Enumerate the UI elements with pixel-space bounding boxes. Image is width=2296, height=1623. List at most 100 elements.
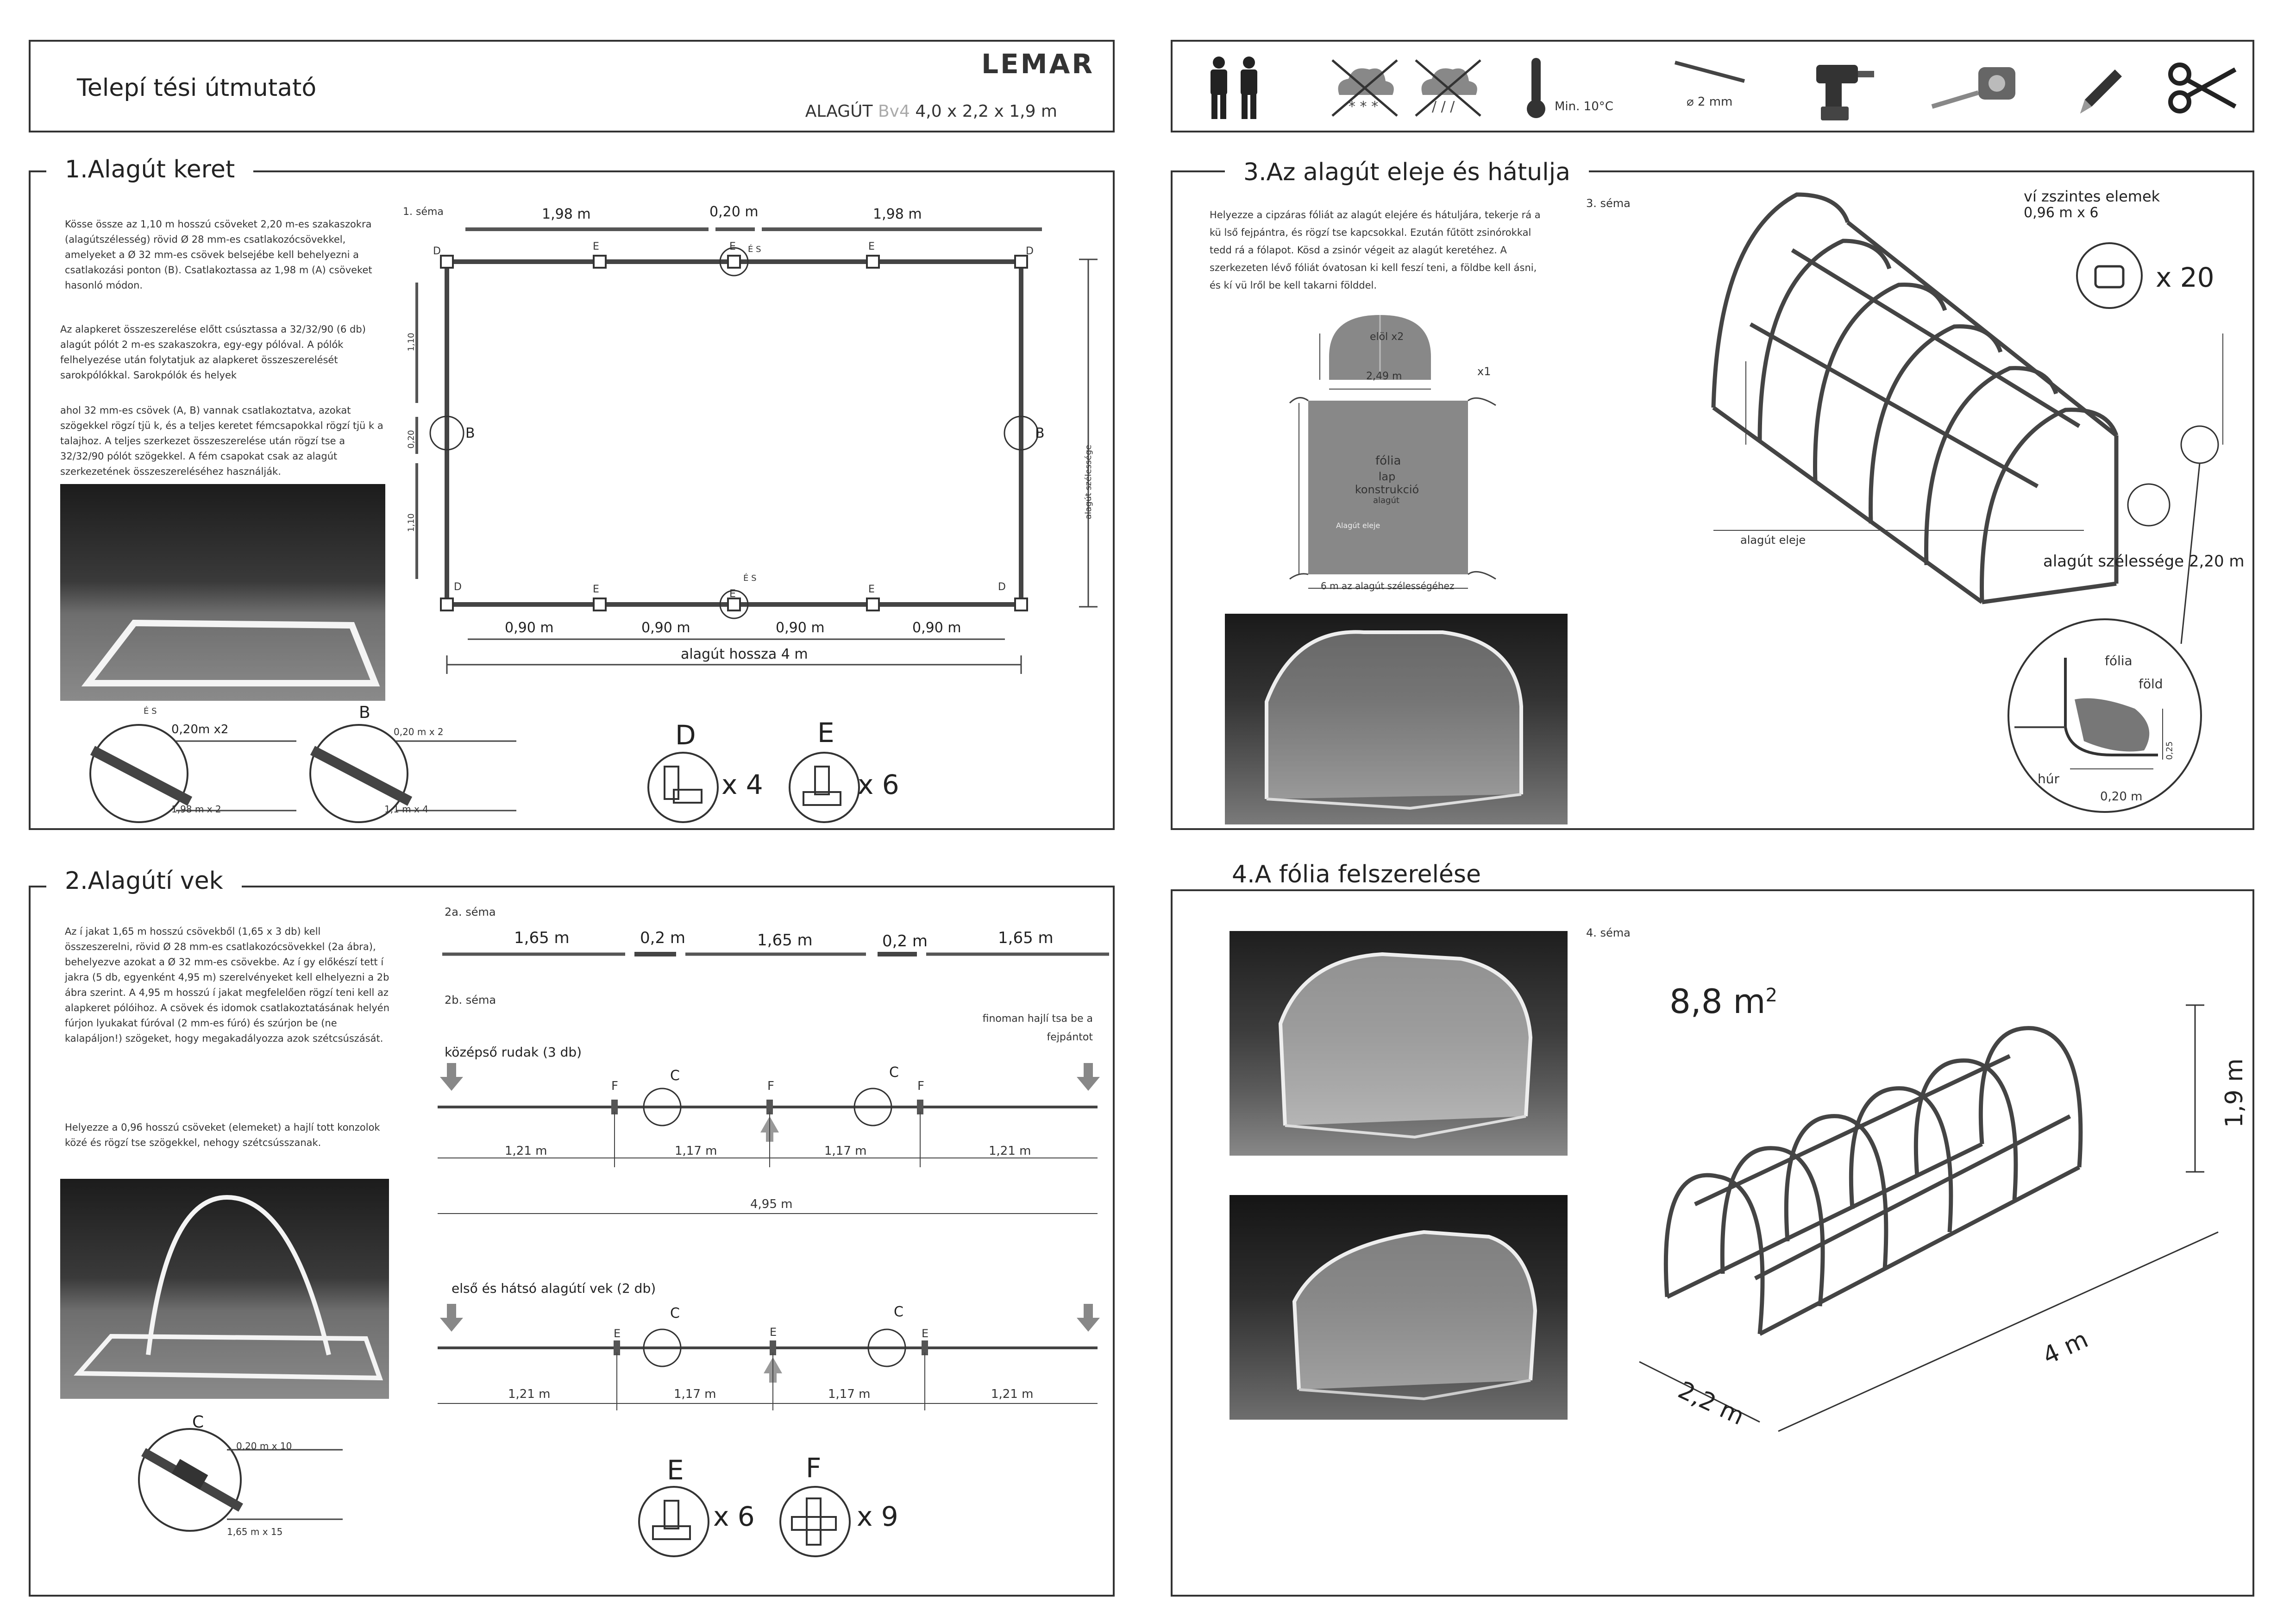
s3-soil-detail-drawing	[2007, 618, 2202, 813]
s2b-end-c-2: C	[894, 1304, 903, 1320]
s3-folia: fólia	[1375, 454, 1401, 468]
s1-fitting-e-label: E	[817, 717, 834, 749]
scissors-icon	[2168, 63, 2237, 113]
s3-x20: x 20	[2156, 262, 2214, 293]
s1-schema-label: 1. séma	[403, 206, 444, 218]
s3-alagut: alagút	[1373, 496, 1399, 505]
s2-fitting-e-count: x 6	[713, 1501, 755, 1532]
s2a-dim-165-3: 1,65 m	[998, 929, 1054, 947]
s2b-end-dim-117-2: 1,17 m	[828, 1387, 871, 1401]
s1-dim-198-b: 1,98 m	[873, 206, 922, 222]
s1-dim-090-4: 0,90 m	[912, 620, 961, 636]
s1-length-label: alagút hossza 4 m	[681, 646, 808, 662]
pencil-icon	[2080, 69, 2122, 113]
model-dims: 4,0 x 2,2 x 1,9 m	[915, 102, 1057, 121]
s3-photo-tunnel	[1225, 614, 1568, 824]
s3-horiz-dim: 0,96 m x 6	[2024, 205, 2099, 221]
no-rain-icon: / / /	[1415, 59, 1481, 117]
arch-outline	[74, 1195, 383, 1381]
s2b-dim-495: 4,95 m	[750, 1197, 793, 1211]
s2b-f-2: F	[767, 1079, 774, 1093]
s2b-end-dim-117-1: 1,17 m	[674, 1387, 716, 1401]
s1-side-110-b: 1,10	[406, 513, 416, 532]
s2a-dim-165-1: 1,65 m	[514, 929, 570, 947]
s2-detail-c-drawing	[138, 1428, 343, 1532]
s2-fitting-f-label: F	[806, 1452, 822, 1484]
s4-area-value: 8,8 m	[1669, 982, 1766, 1021]
s2b-c-2: C	[889, 1064, 899, 1081]
s2-fitting-f-count: x 9	[857, 1501, 898, 1532]
drill-size-label: ⌀ 2 mm	[1687, 95, 1732, 109]
s2b-c-1: C	[670, 1068, 680, 1084]
s1-fitting-e-count: x 6	[858, 769, 899, 800]
s2-para-2: Helyezze a 0,96 hosszú csöveket (elemeke…	[65, 1122, 380, 1148]
s1-label-b-right: B	[1035, 425, 1045, 441]
s2b-end-f-1: E	[614, 1327, 621, 1340]
tee-fitting-e-icon	[789, 752, 860, 823]
s1-fitting-d-label: D	[675, 719, 696, 751]
tape-measure-icon	[1931, 67, 2015, 109]
section-3-title: 3.Az alagút eleje és hátulja	[1225, 158, 1589, 186]
s1-dim-090-1: 0,90 m	[505, 620, 554, 636]
s2-bend-note: finoman hajlí tsa be a fejpántot	[982, 1013, 1093, 1043]
s2b-dim-121-2: 1,21 m	[989, 1144, 1031, 1158]
s1-label-e-6: E	[868, 584, 875, 595]
s1-label-es-bottom: É S	[743, 573, 757, 583]
s3-six-m: 6 m az alagút szélességéhez	[1321, 580, 1455, 591]
s1-detail-b-bottom: 1,1 m x 4	[384, 804, 428, 815]
s2-mid-rods-label: középső rudak (3 db)	[445, 1044, 582, 1060]
s1-detail-b-drawing	[309, 724, 516, 823]
power-drill-icon	[1816, 65, 1874, 120]
brand-logo: LEMAR	[981, 48, 1094, 80]
s3-width-label: alagút szélessége 2,20 m	[2043, 552, 2245, 571]
s2b-f-3: F	[917, 1079, 924, 1093]
s2-detail-c-label: C	[192, 1413, 204, 1432]
s2b-mid-rod-drawing	[438, 1063, 1100, 1214]
s2-para-1: Az í jakat 1,65 m hosszú csövekből (1,65…	[65, 926, 390, 1044]
s1-label-e-2: E	[729, 241, 736, 252]
s3-alagut-eleje: alagút eleje	[1740, 534, 1806, 547]
tee-fitting-e2-icon	[638, 1486, 709, 1557]
model-prefix: ALAGÚT	[805, 102, 873, 121]
s3-detail-025: 0,25	[2164, 741, 2175, 760]
s1-fitting-d-count: x 4	[721, 769, 763, 800]
s3-detail-fold: föld	[2139, 676, 2163, 692]
s3-x1: x1	[1477, 365, 1491, 378]
tunnel-outline	[1265, 630, 1523, 810]
drill-size-value: 2 mm	[1697, 95, 1733, 109]
section-2-title: 2.Alagútí vek	[46, 867, 242, 895]
model-line: ALAGÚT Bv4 4,0 x 2,2 x 1,9 m	[805, 102, 1057, 121]
s1-plan-drawing	[415, 227, 1098, 674]
page-title: Telepí tési útmutató	[77, 74, 317, 102]
s2b-end-f-3: E	[922, 1327, 929, 1340]
model-code: Bv4	[878, 102, 910, 121]
s3-para: Helyezze a cipzáras fóliát az alagút ele…	[1210, 209, 1541, 291]
s4-photo-1	[1230, 931, 1568, 1156]
s1-label-e-5: E	[729, 588, 736, 600]
s3-detail-020: 0,20 m	[2100, 790, 2143, 804]
s3-horiz-label: ví zszintes elemek	[2024, 188, 2160, 205]
s1-detail-es-top: 0,20m x2	[171, 723, 229, 736]
min-temp-label: Min. 10°C	[1555, 100, 1613, 113]
s2b-dim-117-2: 1,17 m	[824, 1144, 867, 1158]
s1-label-d-tr: D	[1026, 245, 1034, 257]
s1-para-3: ahol 32 mm-es csövek (A, B) vannak csatl…	[60, 405, 383, 477]
s2b-end-dim-121-1: 1,21 m	[508, 1387, 551, 1401]
s2a-dim-02-1: 0,2 m	[640, 929, 685, 947]
svg-text:* * *: * * *	[1349, 99, 1378, 115]
s3-detail-folia: fólia	[2105, 653, 2133, 668]
s1-label-d-br: D	[998, 581, 1006, 593]
no-snow-icon: * * *	[1331, 59, 1398, 117]
diameter-symbol: ⌀	[1687, 95, 1694, 109]
s3-dim-249: 2,49 m	[1366, 371, 1402, 382]
s3-schema-label: 3. séma	[1586, 197, 1631, 210]
s2a-dim-02-2: 0,2 m	[882, 932, 928, 950]
s1-label-d-bl: D	[454, 581, 462, 593]
s1-dim-090-3: 0,90 m	[776, 620, 825, 636]
s2-schema-a-label: 2a. séma	[445, 906, 496, 918]
s4-height-label: 1,9 m	[2220, 1058, 2248, 1128]
s2a-pipe-segments	[442, 952, 1109, 956]
s1-side-020: 0,20	[406, 430, 416, 449]
s1-side-110-a: 1,10	[406, 333, 416, 352]
s2b-end-c-1: C	[670, 1305, 680, 1321]
